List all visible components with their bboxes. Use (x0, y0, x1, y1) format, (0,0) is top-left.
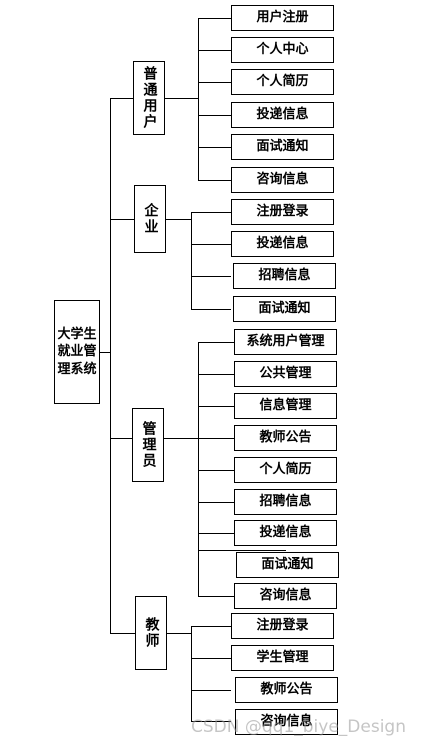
leaf-label: 个人中心 (256, 42, 309, 58)
leaf-label: 面试通知 (256, 139, 309, 155)
trunk-to-branch-4 (110, 633, 135, 635)
branch-3-out (164, 438, 198, 440)
leaf-node: 投递信息 (231, 102, 334, 128)
leaf-label: 招聘信息 (259, 494, 312, 510)
branch-1-out (165, 98, 198, 100)
branch-3-child-link (198, 550, 286, 552)
leaf-node: 面试通知 (236, 552, 339, 578)
leaf-label: 招聘信息 (258, 268, 311, 284)
leaf-label: 用户注册 (256, 10, 309, 26)
branch-4-child-link (191, 721, 231, 723)
leaf-node: 系统用户管理 (234, 329, 337, 355)
branch-1-child-link (198, 115, 231, 117)
branch-3-child-link (198, 406, 234, 408)
main-trunk (110, 98, 112, 633)
branch-4-child-link (191, 658, 231, 660)
branch-2-spine (191, 212, 193, 309)
branch-4-child-link (191, 626, 231, 628)
leaf-label: 咨询信息 (256, 172, 309, 188)
leaf-label: 公共管理 (259, 366, 312, 382)
root-node-box: 大学生就业管理系统 (54, 300, 100, 404)
root-node-label: 大学生就业管理系统 (57, 326, 97, 377)
leaf-label: 咨询信息 (259, 588, 312, 604)
leaf-node: 面试通知 (231, 134, 334, 160)
branch-2-child-link (191, 212, 231, 214)
leaf-node: 招聘信息 (234, 489, 337, 515)
leaf-node: 咨询信息 (235, 709, 338, 735)
root-connector (100, 352, 110, 354)
branch-label-admin: 管理员 (140, 421, 157, 469)
branch-3-child-link (198, 502, 234, 504)
leaf-node: 招聘信息 (233, 263, 336, 289)
branch-4-out (167, 633, 191, 635)
branch-4-child-link (191, 690, 231, 692)
trunk-to-branch-2 (110, 219, 134, 221)
leaf-label: 注册登录 (256, 204, 309, 220)
leaf-node: 面试通知 (233, 296, 336, 322)
branch-3-child-link (198, 342, 234, 344)
leaf-node: 学生管理 (231, 645, 334, 671)
branch-2-child-link (191, 276, 231, 278)
branch-1-child-link (198, 82, 231, 84)
branch-1-child-link (198, 18, 231, 20)
branch-label-enterprise: 企业 (142, 203, 159, 235)
branch-label-regular-user: 普通用户 (141, 66, 158, 130)
leaf-label: 个人简历 (256, 74, 309, 90)
branch-3-child-link (198, 374, 234, 376)
leaf-node: 投递信息 (234, 520, 337, 546)
branch-2-out (166, 219, 191, 221)
branch-3-child-link (198, 596, 234, 598)
branch-2-child-link (191, 244, 231, 246)
branch-label-teacher: 教师 (143, 617, 160, 649)
leaf-node: 个人中心 (231, 37, 334, 63)
branch-node-enterprise: 企业 (134, 185, 166, 253)
leaf-node: 用户注册 (231, 5, 334, 31)
branch-node-regular-user: 普通用户 (133, 61, 165, 135)
leaf-node: 信息管理 (234, 393, 337, 419)
leaf-node: 教师公告 (235, 677, 338, 703)
trunk-to-branch-1 (110, 98, 133, 100)
branch-3-spine (198, 342, 200, 596)
leaf-label: 投递信息 (259, 525, 312, 541)
leaf-label: 系统用户管理 (246, 334, 325, 350)
branch-node-admin: 管理员 (132, 408, 164, 482)
leaf-label: 面试通知 (258, 301, 311, 317)
leaf-label: 投递信息 (256, 236, 309, 252)
branch-1-child-link (198, 180, 231, 182)
leaf-node: 教师公告 (234, 425, 337, 451)
leaf-node: 咨询信息 (231, 167, 334, 193)
leaf-node: 个人简历 (231, 69, 334, 95)
leaf-label: 投递信息 (256, 107, 309, 123)
leaf-node: 注册登录 (231, 199, 334, 225)
branch-1-spine (198, 18, 200, 180)
leaf-label: 注册登录 (256, 618, 309, 634)
leaf-label: 信息管理 (259, 398, 312, 414)
branch-3-child-link (198, 470, 234, 472)
leaf-label: 学生管理 (256, 650, 309, 666)
leaf-label: 面试通知 (261, 557, 314, 573)
leaf-node: 投递信息 (231, 231, 334, 257)
branch-node-teacher: 教师 (135, 596, 167, 670)
branch-3-child-link (198, 438, 234, 440)
leaf-label: 教师公告 (259, 430, 312, 446)
trunk-to-branch-3 (110, 438, 132, 440)
leaf-node: 公共管理 (234, 361, 337, 387)
leaf-node: 咨询信息 (234, 583, 337, 609)
leaf-label: 咨询信息 (260, 714, 313, 730)
leaf-node: 个人简历 (234, 457, 337, 483)
watermark: CSDN @qq1_biye_Design (191, 717, 406, 737)
branch-1-child-link (198, 147, 231, 149)
branch-2-child-link (191, 309, 231, 311)
leaf-node: 注册登录 (231, 613, 334, 639)
leaf-label: 个人简历 (259, 462, 312, 478)
branch-4-spine (191, 626, 193, 721)
leaf-label: 教师公告 (260, 682, 313, 698)
branch-3-child-link (198, 533, 234, 535)
branch-1-child-link (198, 50, 231, 52)
